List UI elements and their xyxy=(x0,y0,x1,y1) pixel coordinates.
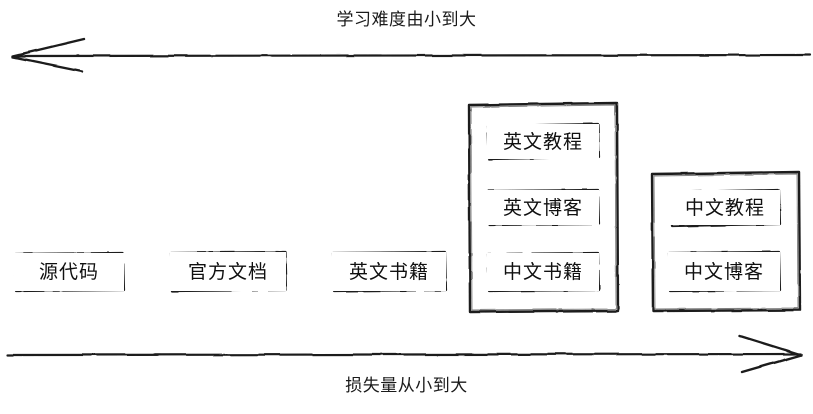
node-english-books[interactable]: 英文书籍 xyxy=(332,252,446,291)
node-label: 英文博客 xyxy=(502,196,583,219)
node-label: 中文书籍 xyxy=(502,261,583,283)
node-chinese-tutorial[interactable]: 中文教程 xyxy=(670,190,780,225)
node-chinese-books[interactable]: 中文书籍 xyxy=(487,253,599,291)
node-source-code[interactable]: 源代码 xyxy=(14,253,124,291)
top-axis-label: 学习难度由小到大 xyxy=(336,10,477,30)
node-english-blog[interactable]: 英文博客 xyxy=(487,190,599,225)
arrow-right-icon xyxy=(6,334,803,374)
english-resources-group-outline xyxy=(467,101,620,314)
node-label: 英文教程 xyxy=(502,130,583,153)
node-chinese-blog[interactable]: 中文博客 xyxy=(668,252,780,291)
node-label: 中文教程 xyxy=(684,196,765,219)
arrow-left-icon xyxy=(11,37,812,73)
chinese-resources-group-outline xyxy=(650,170,802,313)
node-label: 英文书籍 xyxy=(348,260,429,283)
bottom-axis-label: 损失量从小到大 xyxy=(345,376,468,396)
node-label: 中文博客 xyxy=(683,260,764,283)
node-label: 官方文档 xyxy=(187,260,268,283)
node-label: 源代码 xyxy=(38,261,99,283)
node-official-docs[interactable]: 官方文档 xyxy=(170,252,286,291)
node-english-tutorial[interactable]: 英文教程 xyxy=(487,124,599,159)
